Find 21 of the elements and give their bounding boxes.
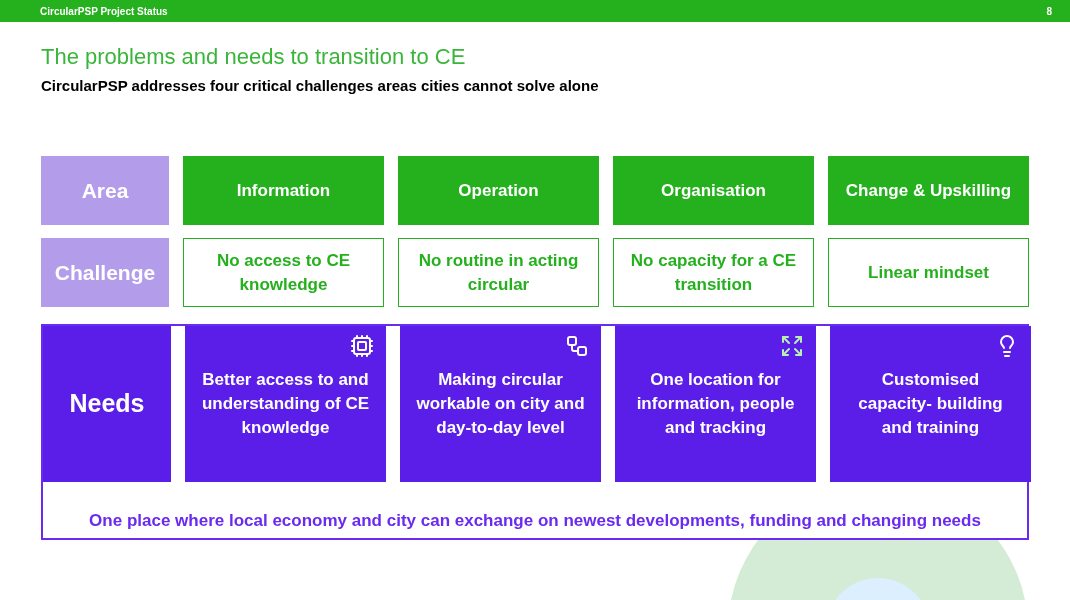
subtitle: CircularPSP addresses four critical challenges areas cities cannot solve alone bbox=[41, 76, 599, 96]
challenge-cell: No access to CE knowledge bbox=[183, 238, 384, 307]
need-cell: Making circular workable on city and day-to-day level bbox=[400, 326, 601, 482]
area-header-cell: Change & Upskilling bbox=[828, 156, 1029, 225]
row-header-cell: Challenge bbox=[41, 238, 169, 307]
need-cell: Better access to and understanding of CE knowledge bbox=[185, 326, 386, 482]
summary-text: One place where local economy and city can exchange on newest developments, funding and changing needs bbox=[88, 509, 982, 532]
needs-frame bbox=[41, 324, 1029, 540]
row-header-cell: Area bbox=[41, 156, 169, 225]
challenge-cell: Linear mindset bbox=[828, 238, 1029, 307]
area-header-cell: Information bbox=[183, 156, 384, 225]
page-number: 8 bbox=[1046, 5, 1052, 19]
need-cell: One location for information, people and tracking bbox=[615, 326, 816, 482]
challenge-cell: No capacity for a CE transition bbox=[613, 238, 814, 307]
title: The problems and needs to transition to CE bbox=[41, 43, 466, 71]
area-header-cell: Organisation bbox=[613, 156, 814, 225]
row-header-cell: Needs bbox=[43, 326, 171, 482]
challenge-cell: No routine in acting circular bbox=[398, 238, 599, 307]
area-header-cell: Operation bbox=[398, 156, 599, 225]
need-cell: Customised capacity- building and training bbox=[830, 326, 1031, 482]
header-text: CircularPSP Project Status bbox=[40, 5, 168, 19]
